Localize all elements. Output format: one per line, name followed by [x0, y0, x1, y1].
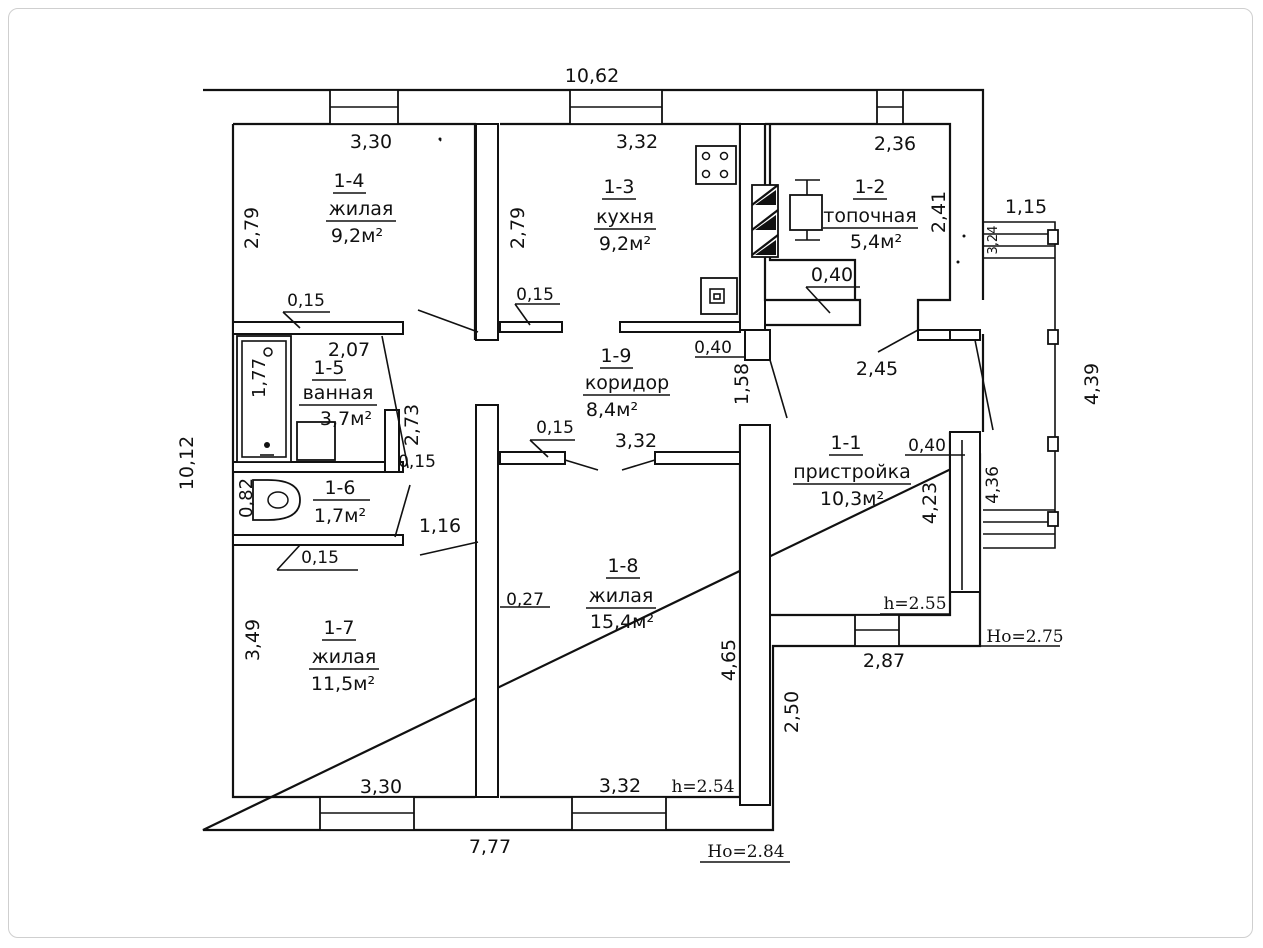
- dim-r11-423: 4,23: [919, 482, 941, 524]
- room-name: кухня: [596, 206, 654, 228]
- dim-r15-width: 2,07: [328, 339, 370, 361]
- dim-r11-ho: Ho=2.75: [986, 627, 1063, 647]
- dim-r11-245: 2,45: [856, 358, 898, 380]
- dim-r17-width: 3,30: [360, 776, 402, 798]
- room-id: 1-4: [333, 170, 364, 192]
- porch: [983, 221, 1059, 549]
- room-1-5: 1-5 ванная 3,7м²: [299, 357, 377, 430]
- dim-ext-439: 4,39: [1081, 363, 1103, 405]
- room-1-6: 1-6 1,7м²: [313, 477, 370, 527]
- room-name: ванная: [303, 382, 374, 404]
- dim-r16-side: 1,16: [419, 515, 461, 537]
- room-id: 1-8: [607, 555, 638, 577]
- room-1-8: 1-8 жилая 15,4м²: [586, 555, 656, 633]
- interior-partitions: [232, 123, 981, 806]
- stove: [751, 124, 862, 327]
- dim-r11-h: h=2.55: [883, 594, 946, 614]
- dim-r17-height: 3,49: [242, 619, 264, 661]
- room-area: 9,2м²: [331, 225, 383, 247]
- room-id: 1-9: [600, 345, 631, 367]
- room-id: 1-1: [830, 432, 861, 454]
- dim-r13-height: 2,79: [507, 207, 529, 249]
- dim-r15-side: 2,73: [401, 404, 423, 446]
- dim-corr-03: 0,15: [536, 418, 574, 438]
- dim-r18-wall: 0,27: [506, 590, 544, 610]
- dimension-labels: 10,62 10,12 7,77 3,30 2,79 3,32 2,79 2,3…: [176, 65, 1103, 862]
- dim-r14-height: 2,79: [241, 207, 263, 249]
- dim-r11-436: 4,36: [983, 466, 1003, 504]
- room-area: 10,3м²: [820, 488, 884, 510]
- windows: [319, 89, 904, 831]
- dim-r15-wall: 0,15: [398, 452, 436, 472]
- dim-main-ho: Ho=2.84: [707, 842, 784, 862]
- dim-stove-wall: 0,40: [811, 264, 853, 286]
- dim-ext-250: 2,50: [781, 691, 803, 733]
- dim-r14-width: 3,30: [350, 131, 392, 153]
- dim-porch-depth: 3,24: [986, 226, 1001, 255]
- room-area: 15,4м²: [590, 611, 654, 633]
- room-name: жилая: [329, 198, 394, 220]
- room-1-9: 1-9 коридор 8,4м²: [583, 345, 670, 421]
- dim-bottom-length: 7,77: [469, 836, 511, 858]
- dim-total-height: 10,12: [176, 436, 198, 490]
- room-labels: 1-4 жилая 9,2м² 1-3 кухня 9,2м² 1-2 топо…: [299, 170, 918, 695]
- room-1-1: 1-1 пристройка 10,3м²: [793, 432, 911, 510]
- dim-r18-h: h=2.54: [671, 777, 734, 797]
- dim-r12-width: 2,36: [874, 133, 916, 155]
- room-name: коридор: [585, 372, 669, 394]
- dim-corr-01: 0,15: [287, 291, 325, 311]
- dim-r18-bottom: 3,32: [599, 775, 641, 797]
- dim-r15-height: 1,77: [249, 358, 270, 398]
- room-area: 9,2м²: [599, 233, 651, 255]
- room-area: 3,7м²: [320, 408, 372, 430]
- dim-total-width: 10,62: [565, 65, 619, 87]
- kitchen-fixtures: [695, 145, 738, 315]
- image-frame: [8, 8, 1253, 938]
- room-name: жилая: [312, 646, 377, 668]
- room-name: жилая: [589, 585, 654, 607]
- room-name: топочная: [823, 205, 916, 227]
- room-1-2: 1-2 топочная 5,4м²: [823, 176, 918, 253]
- room-area: 1,7м²: [314, 505, 366, 527]
- room-id: 1-2: [854, 176, 885, 198]
- dim-r12-height: 2,41: [928, 191, 950, 233]
- room-1-3: 1-3 кухня 9,2м²: [594, 176, 656, 255]
- dim-r18-height: 4,65: [718, 639, 740, 681]
- room-1-4: 1-4 жилая 9,2м²: [326, 170, 396, 247]
- dim-corr-158: 1,58: [731, 363, 753, 405]
- dim-corr-wall-040: 0,40: [694, 338, 732, 358]
- room-area: 5,4м²: [850, 231, 902, 253]
- room-id: 1-5: [313, 357, 344, 379]
- dim-r16-wall: 0,15: [301, 548, 339, 568]
- bathroom-fixtures: [236, 335, 336, 521]
- dim-r16-height: 0,82: [236, 478, 257, 518]
- dim-r11-width: 2,87: [863, 650, 905, 672]
- room-id: 1-6: [324, 477, 355, 499]
- dim-porch-width: 1,15: [1005, 196, 1047, 218]
- dim-r18-top: 3,32: [615, 430, 657, 452]
- dim-r11-wall: 0,40: [908, 436, 946, 456]
- decorative-dots: [438, 137, 966, 264]
- leader-lines: [276, 139, 1060, 863]
- dim-corr-02: 0,15: [516, 285, 554, 305]
- room-area: 8,4м²: [586, 399, 638, 421]
- room-area: 11,5м²: [311, 673, 375, 695]
- room-1-7: 1-7 жилая 11,5м²: [309, 617, 379, 695]
- room-id: 1-3: [603, 176, 634, 198]
- dim-r13-width: 3,32: [616, 131, 658, 153]
- room-name: пристройка: [793, 461, 911, 483]
- room-id: 1-7: [323, 617, 354, 639]
